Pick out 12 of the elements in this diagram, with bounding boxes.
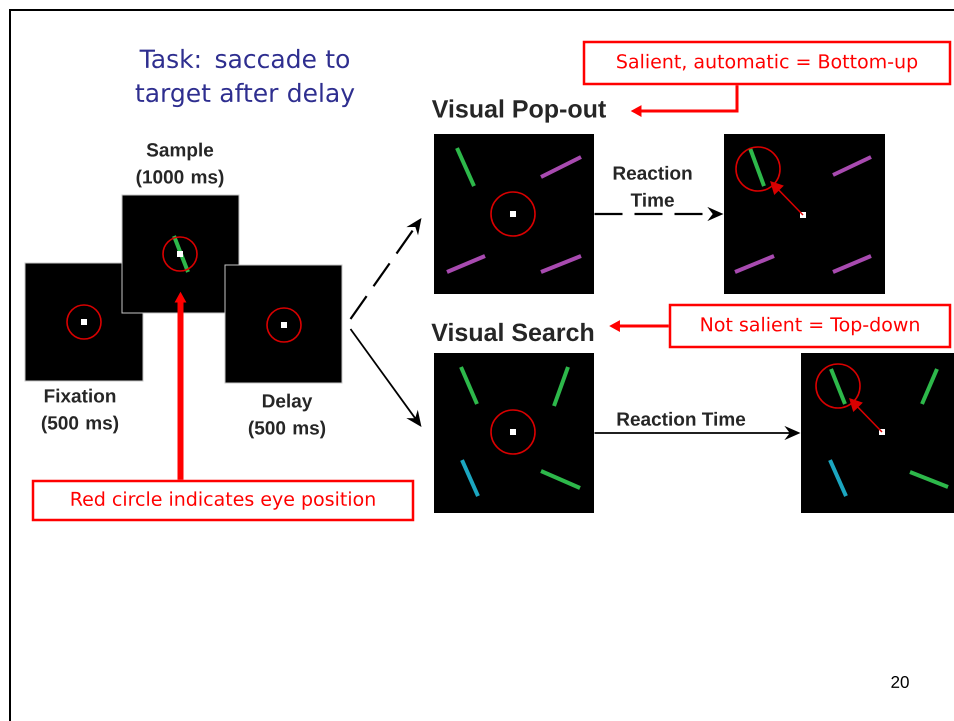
panel-caption: Delay (500 ms) bbox=[248, 394, 326, 438]
edge-label: Reaction Time bbox=[602, 164, 704, 208]
callout-box: Salient, automatic = Bottom-up bbox=[582, 40, 952, 86]
callout-box: Not salient = Top-down bbox=[668, 304, 952, 348]
edge-label: Reaction Time bbox=[615, 410, 747, 427]
page-number: 20 bbox=[891, 676, 909, 688]
slide-title: Task: saccade to target after delay bbox=[136, 48, 354, 108]
panel-caption: Fixation (500 ms) bbox=[42, 388, 118, 434]
row-heading: Visual Search bbox=[431, 322, 594, 342]
callout-box: Red circle indicates eye position bbox=[32, 480, 414, 522]
panel-caption: Sample (1000 ms) bbox=[136, 142, 224, 188]
row-heading: Visual Pop-out bbox=[432, 99, 606, 123]
